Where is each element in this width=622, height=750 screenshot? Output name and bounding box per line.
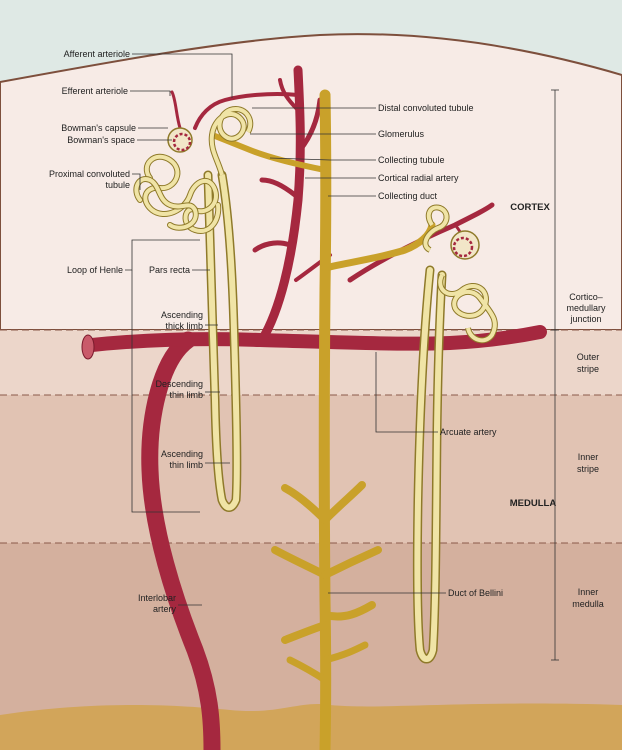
arcuate-artery-end [81, 334, 95, 360]
label-glomerulus: Glomerulus [378, 129, 425, 139]
label-bowmans-capsule: Bowman's capsule [61, 123, 136, 133]
collecting-tubule [212, 133, 328, 173]
label-interlobar-line2: artery [153, 604, 177, 614]
leader-lines [125, 53, 446, 606]
distal-convoluted-tubule-left [208, 106, 254, 176]
bellini-branch-7 [286, 656, 329, 684]
bellini-branch-5 [281, 621, 329, 644]
right-nephron [412, 204, 498, 664]
label-arcuate-artery: Arcuate artery [440, 427, 497, 437]
proximal-convoluted-tubule-left [133, 153, 222, 234]
bellini-branch-6 [321, 601, 376, 621]
label-collecting-duct: Collecting duct [378, 191, 438, 201]
label-collecting-tubule: Collecting tubule [378, 155, 445, 165]
zone-outer-line1: Outer [577, 352, 600, 362]
efferent-arteriole-left [170, 90, 182, 130]
label-proximal-line2: tubule [105, 180, 130, 190]
label-duct-of-bellini: Duct of Bellini [448, 588, 503, 598]
zone-junction-line2: medullary [566, 303, 606, 313]
zone-cortex: CORTEX [510, 202, 550, 213]
bellini-branch-1 [281, 484, 329, 524]
cortical-radial-artery [257, 65, 305, 345]
zone-outer-line2: stripe [577, 364, 599, 374]
bowmans-capsule-right [450, 230, 480, 260]
radial-branch-3 [297, 97, 323, 153]
zone-junction-line3: junction [569, 314, 601, 324]
loop-of-henle-right [414, 267, 445, 662]
glomerulus-right [452, 236, 474, 258]
label-bowmans-space: Bowman's space [67, 135, 135, 145]
zone-bracket [551, 89, 559, 661]
cortex-region [0, 33, 622, 331]
bellini-branch-4 [321, 546, 382, 579]
interlobar-artery [141, 331, 221, 750]
label-loop-of-henle: Loop of Henle [67, 265, 123, 275]
label-pars-recta: Pars recta [149, 265, 190, 275]
label-ascending-thin-line2: thin limb [169, 460, 203, 470]
label-descending-thin-line1: Descending [155, 379, 203, 389]
zone-inner-stripe-line1: Inner [578, 452, 599, 462]
label-afferent-arteriole: Afferent arteriole [64, 49, 130, 59]
distal-convoluted-tubule-right [422, 204, 450, 253]
radial-branch-1 [252, 240, 293, 253]
zone-inner-medulla-line1: Inner [578, 587, 599, 597]
zone-junction-line1: Cortico– [569, 292, 603, 302]
left-nephron [133, 106, 254, 512]
label-proximal-line1: Proximal convoluted [49, 169, 130, 179]
zone-medulla: MEDULLA [510, 498, 557, 509]
cortical-radial-artery-right [347, 202, 495, 283]
bellini-branch-2 [321, 481, 366, 524]
label-efferent-arteriole: Efferent arteriole [62, 86, 128, 96]
label-distal-convoluted: Distal convoluted tubule [378, 103, 474, 113]
label-interlobar-line1: Interlobar [138, 593, 176, 603]
label-ascending-thick-line2: thick limb [165, 321, 203, 331]
label-ascending-thin-line1: Ascending [161, 449, 203, 459]
proximal-convoluted-tubule-right [437, 273, 498, 344]
papilla-tip [0, 703, 622, 750]
bellini-branch-8 [321, 641, 369, 664]
zone-inner-stripe-line2: stripe [577, 464, 599, 474]
collecting-duct [318, 89, 332, 750]
label-descending-thin-line2: thin limb [169, 390, 203, 400]
label-cortical-radial: Cortical radial artery [378, 173, 459, 183]
loop-of-henle-left [205, 172, 240, 511]
afferent-arteriole-left [193, 91, 300, 130]
glomerulus-left [172, 132, 192, 152]
label-ascending-thick-line1: Ascending [161, 310, 203, 320]
zone-inner-medulla-line2: medulla [572, 599, 604, 609]
bellini-branch-3 [271, 546, 329, 579]
radial-branch-2 [259, 177, 298, 198]
inner-stripe-region [0, 395, 622, 543]
